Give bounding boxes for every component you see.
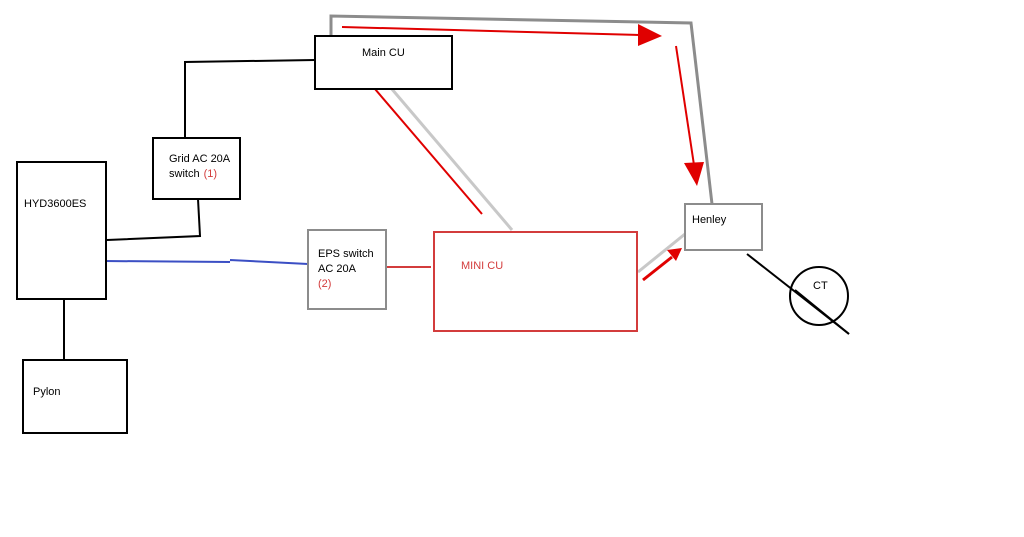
pylon-box [22, 359, 128, 434]
grid-switch-label-word: switch [169, 168, 200, 180]
grid-switch-label-line2: switch (1) [169, 168, 217, 180]
wire-ct-through [794, 289, 850, 335]
eps-switch-label-line1: EPS switch [318, 248, 374, 260]
hyd-label: HYD3600ES [24, 198, 86, 210]
wire-minicu-henley [637, 232, 686, 274]
flow-arrow-top-head [638, 24, 662, 46]
henley-box [684, 203, 763, 251]
flow-arrow-henley-shaft [642, 255, 673, 282]
main-cu-label: Main CU [362, 47, 405, 59]
ct-circle [789, 266, 849, 326]
hyd-box [16, 161, 107, 300]
flow-arrow-top-shaft [341, 26, 641, 36]
flow-arrow-down-shaft [675, 45, 695, 166]
main-cu-box [314, 35, 453, 90]
wire-maincu-henley [329, 14, 714, 205]
henley-label: Henley [692, 214, 727, 226]
wire-maincu-grid [184, 59, 316, 138]
wire-maincu-minicu [389, 87, 514, 231]
ct-label: CT [813, 280, 828, 292]
mini-cu-box [433, 231, 638, 332]
eps-switch-label-line2: AC 20A [318, 263, 357, 275]
flow-arrow-up-shaft [356, 67, 483, 215]
eps-switch-box [307, 229, 387, 310]
mini-cu-label: MINI CU [461, 260, 503, 272]
eps-switch-number: (2) [318, 278, 331, 290]
grid-switch-label-line1: Grid AC 20A [169, 153, 231, 165]
wire-hyd-eps [103, 259, 309, 265]
flow-arrow-henley-head [667, 248, 682, 261]
pylon-label: Pylon [33, 386, 61, 398]
wire-grid-hyd [106, 198, 202, 241]
flow-arrow-down-head [684, 162, 704, 186]
grid-switch-number: (1) [204, 168, 217, 180]
grid-switch-box [152, 137, 241, 200]
